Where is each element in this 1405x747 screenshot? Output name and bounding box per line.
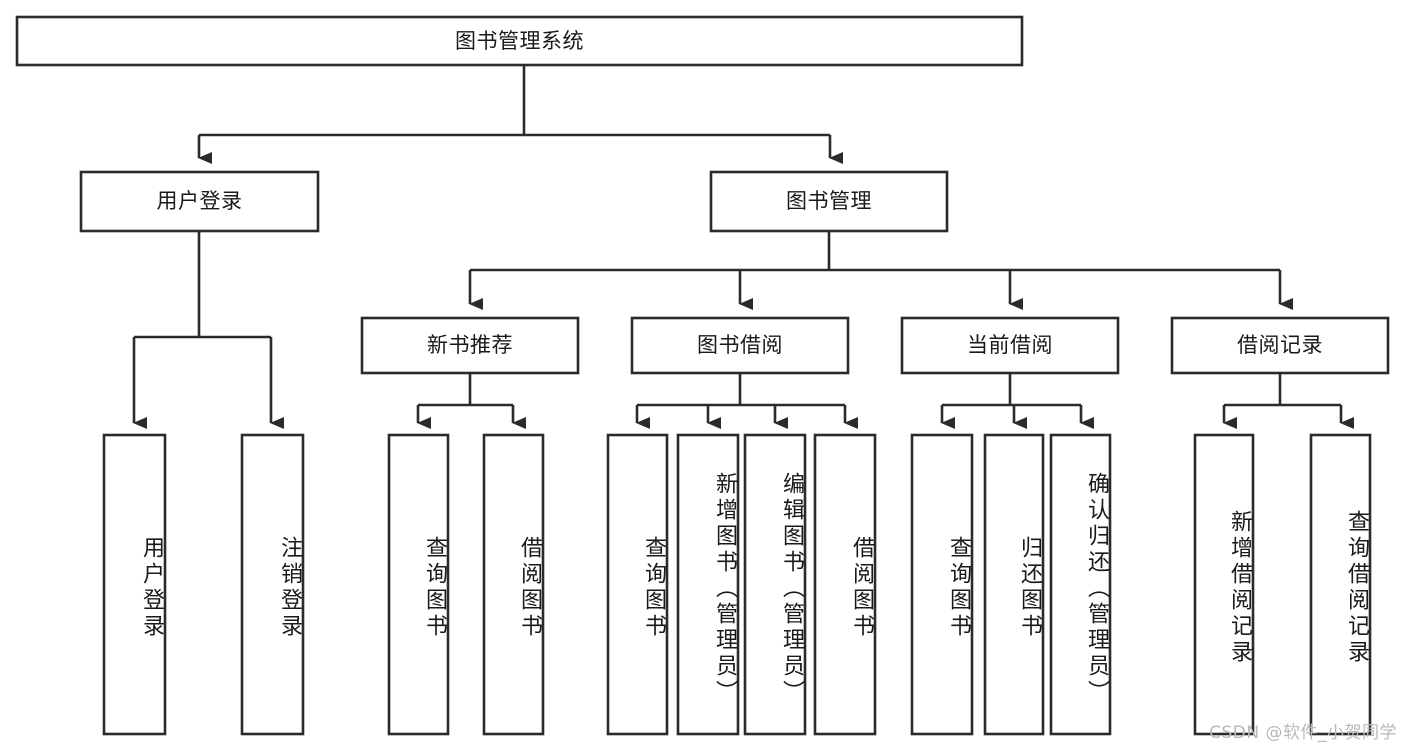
node-box-leaf-user-login[interactable] <box>102 433 167 736</box>
node-box-leaf-borrow-book-1[interactable] <box>482 433 545 736</box>
connector-user-login-bus <box>134 231 271 339</box>
connector-book-management-bus <box>470 231 1280 272</box>
node-box-leaf-edit-book[interactable] <box>743 433 807 736</box>
node-box-leaf-borrow-book-2[interactable] <box>813 433 877 736</box>
node-box-borrow-record[interactable] <box>1170 316 1390 375</box>
node-box-leaf-confirm-return[interactable] <box>1049 433 1112 736</box>
watermark-label: CSDN @软件_小贺同学 <box>1209 723 1397 743</box>
node-box-root[interactable] <box>15 15 1024 67</box>
node-box-book-borrow[interactable] <box>630 316 850 375</box>
node-box-leaf-query-record[interactable] <box>1309 433 1372 736</box>
connector-book-borrow-bus <box>637 373 845 407</box>
node-box-leaf-query-book-1[interactable] <box>387 433 450 736</box>
node-box-user-login[interactable] <box>79 170 320 233</box>
node-box-leaf-add-record[interactable] <box>1193 433 1255 736</box>
node-box-leaf-return-book[interactable] <box>983 433 1045 736</box>
connector-borrow-record-bus <box>1224 373 1341 407</box>
connector-new-book-bus <box>418 373 513 407</box>
node-box-book-management[interactable] <box>709 170 949 233</box>
node-box-leaf-query-book-3[interactable] <box>910 433 974 736</box>
connector-root-bus <box>199 65 830 137</box>
node-box-leaf-query-book-2[interactable] <box>606 433 669 736</box>
node-box-new-book-recommend[interactable] <box>360 316 580 375</box>
connector-current-borrow-bus <box>942 373 1081 407</box>
node-box-current-borrow[interactable] <box>900 316 1120 375</box>
node-box-leaf-logout-login[interactable] <box>240 433 305 736</box>
node-box-leaf-add-book[interactable] <box>676 433 740 736</box>
